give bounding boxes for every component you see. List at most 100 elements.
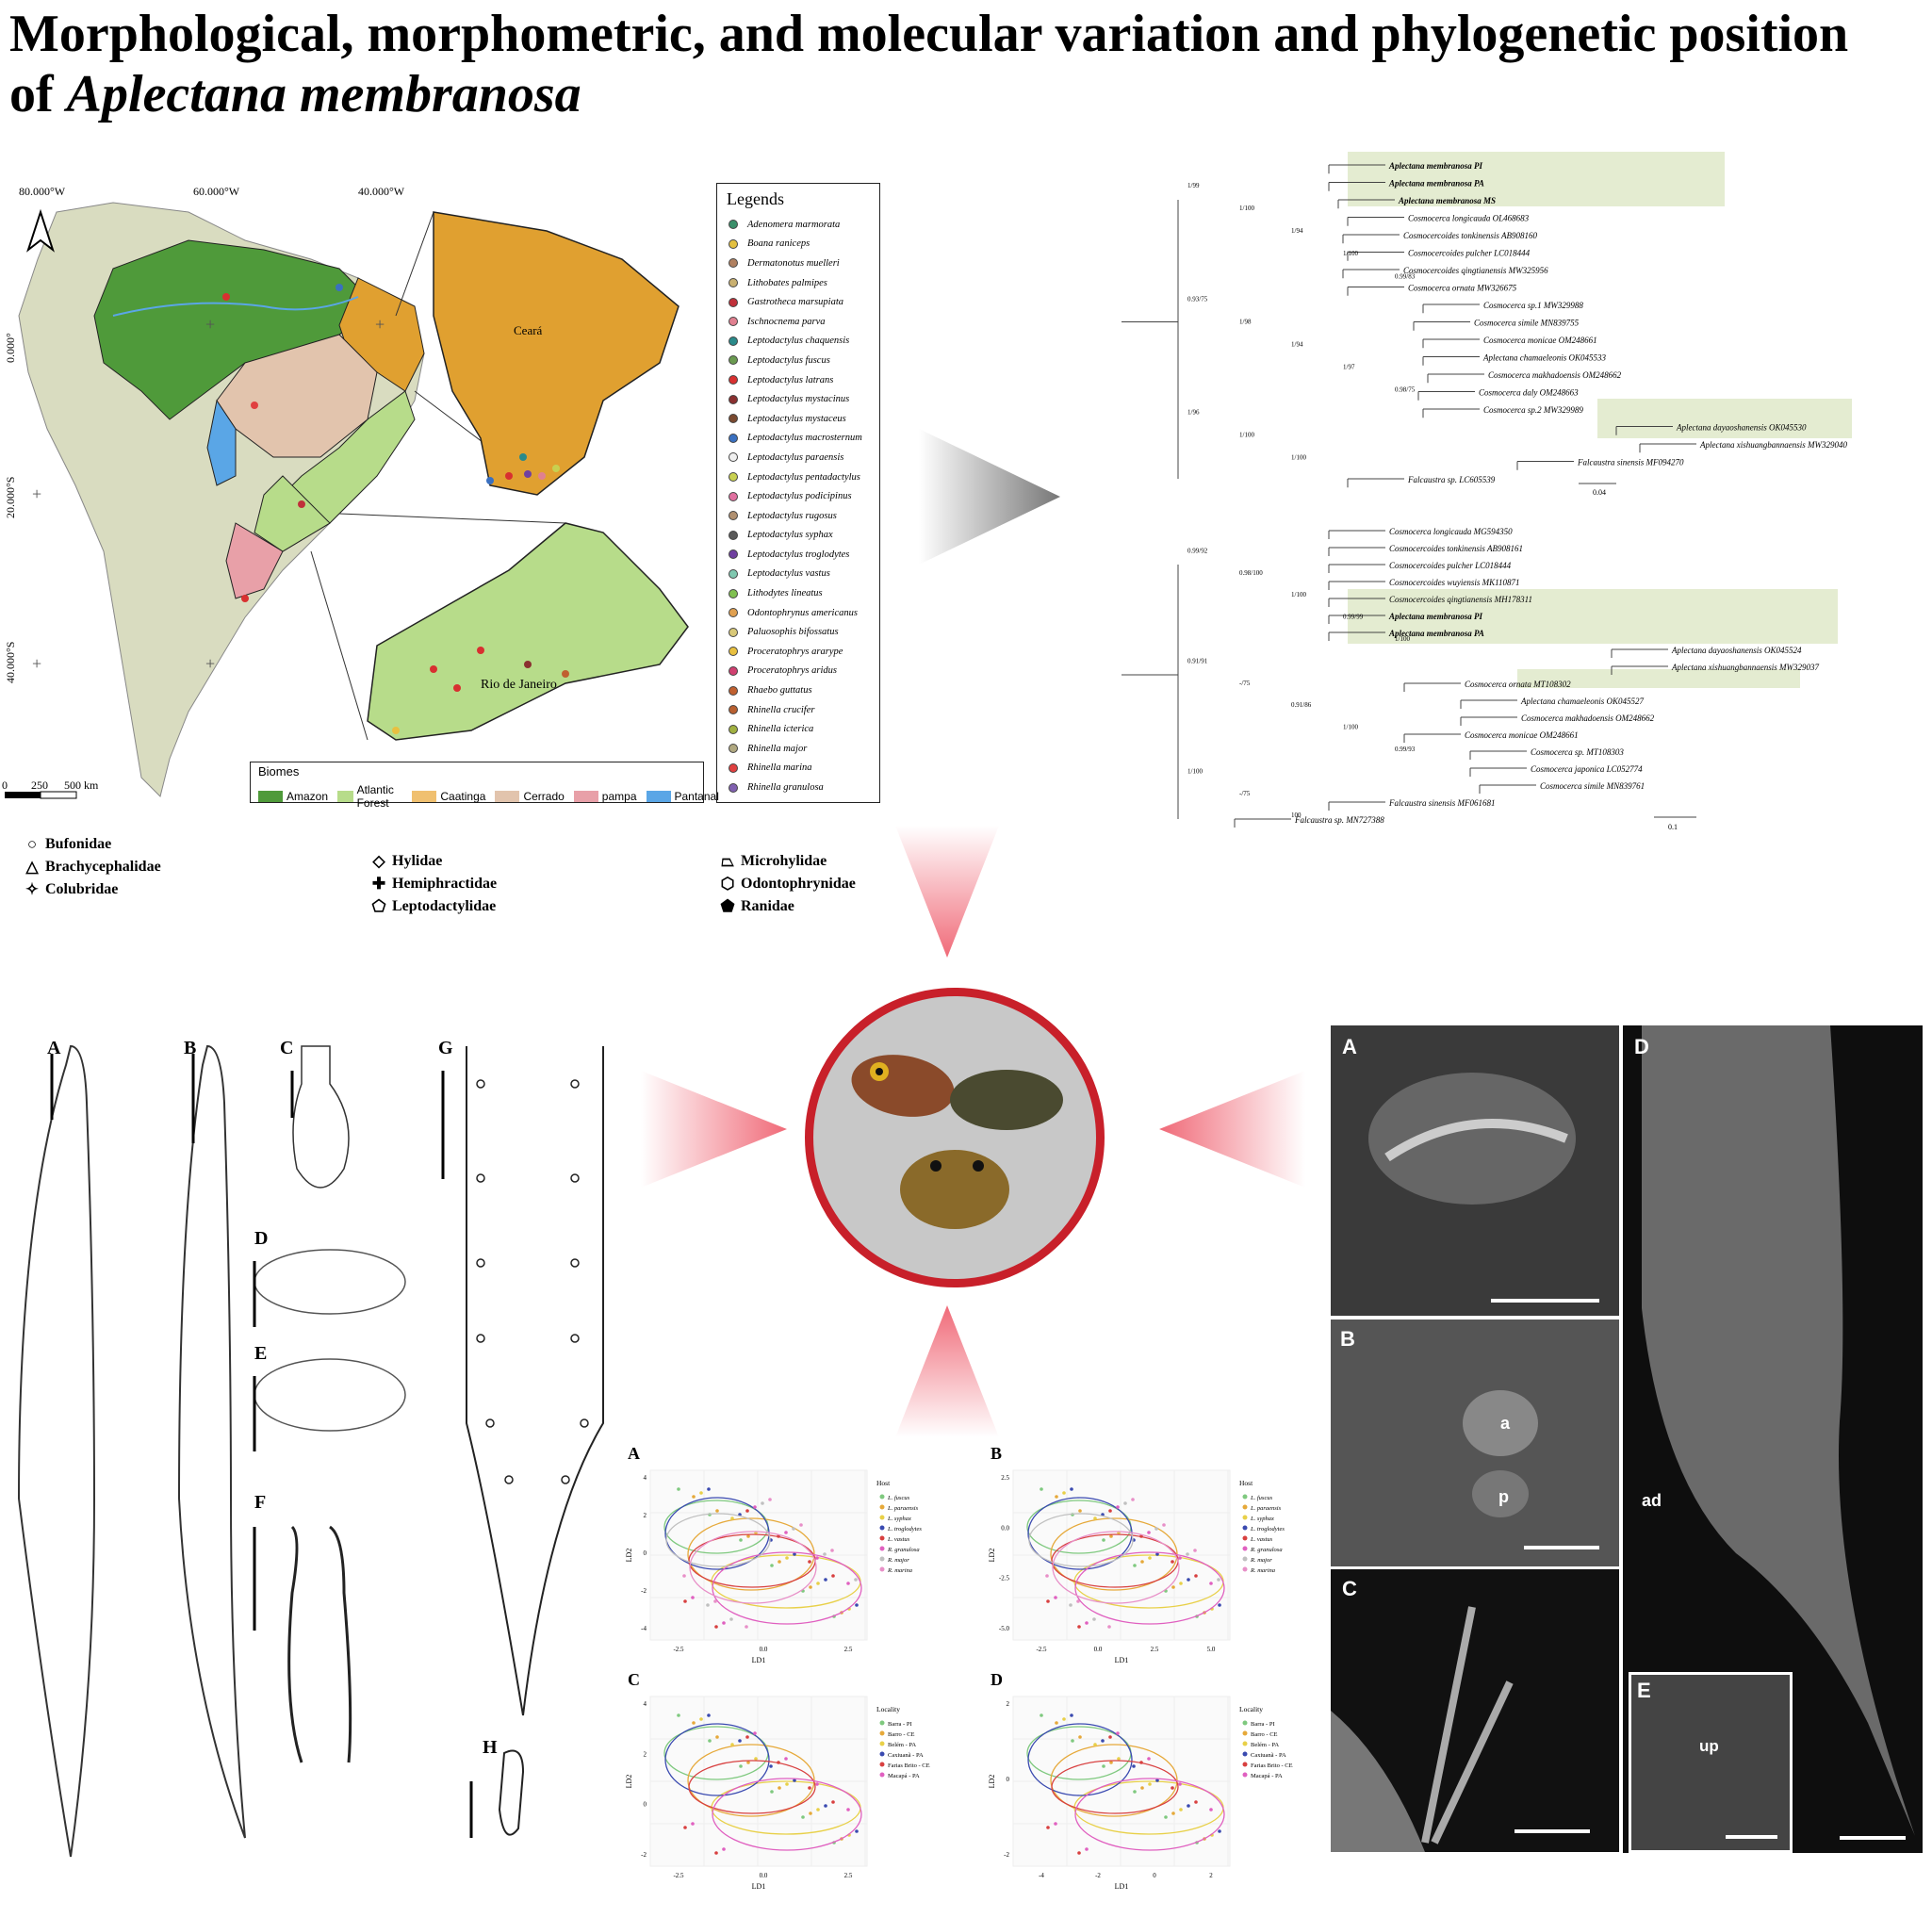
legend-label: Lithobates palmipes bbox=[747, 277, 827, 288]
data-point bbox=[1139, 1761, 1143, 1764]
biome-item: pampa bbox=[573, 783, 637, 810]
legend-marker-icon bbox=[729, 220, 738, 230]
legend-item: Rhinella icterica bbox=[717, 719, 879, 739]
legend-marker-icon bbox=[729, 530, 738, 540]
legend-marker-icon bbox=[1242, 1546, 1248, 1551]
data-point bbox=[714, 1851, 718, 1855]
drawing-panel-label: E bbox=[254, 1343, 267, 1364]
legend-label: Rhinella crucifer bbox=[747, 704, 815, 715]
plot-legend-label: Caxiuanã - PA bbox=[888, 1752, 924, 1759]
data-point bbox=[1171, 1560, 1174, 1564]
tree-taxon-label: Falcaustra sinensis MF061681 bbox=[1388, 798, 1496, 808]
data-point bbox=[1055, 1721, 1058, 1725]
data-point bbox=[1107, 1625, 1111, 1629]
legend-marker-icon bbox=[729, 724, 738, 734]
x-tick-label: 2.5 bbox=[844, 1872, 853, 1879]
data-point bbox=[1132, 1764, 1136, 1768]
data-point bbox=[846, 1808, 850, 1811]
tree-support-value: 1/94 bbox=[1291, 227, 1303, 235]
legend-marker-icon bbox=[729, 278, 738, 288]
data-point bbox=[1162, 1523, 1166, 1527]
data-point bbox=[730, 1743, 734, 1746]
sem-panel-b: B a p bbox=[1331, 1320, 1619, 1566]
y-tick-label: -2.5 bbox=[999, 1575, 1010, 1582]
data-point bbox=[1108, 1509, 1112, 1513]
data-point bbox=[761, 1501, 764, 1505]
plot-legend-label: L. syphax bbox=[1250, 1516, 1274, 1522]
y-tick-label: -2 bbox=[1004, 1851, 1009, 1859]
data-point bbox=[738, 1739, 742, 1743]
biome-swatch bbox=[573, 791, 598, 802]
sem-scalebar-e bbox=[1726, 1835, 1777, 1839]
legend-item: Lithobates palmipes bbox=[717, 273, 879, 293]
scale-label-500: 500 km bbox=[64, 779, 99, 792]
y-axis-label: LD2 bbox=[625, 1775, 633, 1789]
legend-item: Leptodactylus mystaceus bbox=[717, 409, 879, 429]
group-ellipse bbox=[1051, 1760, 1179, 1814]
data-point bbox=[799, 1523, 803, 1527]
legend-marker-icon bbox=[729, 491, 738, 501]
papilla-mark bbox=[580, 1418, 589, 1428]
data-point bbox=[753, 1505, 757, 1509]
legend-item: Rhinella granulosa bbox=[717, 778, 879, 797]
data-point bbox=[1085, 1847, 1089, 1851]
data-point bbox=[1045, 1574, 1049, 1578]
legend-item: Leptodactylus troglodytes bbox=[717, 545, 879, 565]
plot-legend-label: Farias Brito - CE bbox=[1251, 1762, 1293, 1769]
data-point bbox=[823, 1552, 827, 1556]
legend-label: Lithodytes lineatus bbox=[747, 588, 823, 599]
drawing-panel-label: F bbox=[254, 1492, 266, 1513]
data-point bbox=[1078, 1509, 1082, 1513]
tree-taxon-label: Cosmocerca makhadoensis OM248662 bbox=[1488, 370, 1622, 380]
data-point bbox=[1218, 1829, 1221, 1833]
x-tick-label: -2.5 bbox=[673, 1872, 684, 1879]
legend-marker-icon bbox=[729, 685, 738, 696]
data-point bbox=[739, 1764, 743, 1768]
data-point bbox=[1046, 1826, 1050, 1829]
data-point bbox=[1178, 1782, 1182, 1786]
data-point bbox=[1148, 1782, 1152, 1786]
legend-item: Ischnocnema parva bbox=[717, 312, 879, 332]
tree-taxon-label: Cosmocercoides qingtianensis MW325956 bbox=[1403, 266, 1548, 275]
plot-legend-label: L. syphax bbox=[887, 1516, 911, 1522]
tree-taxon-label: Cosmocerca sp.2 MW329989 bbox=[1483, 405, 1583, 415]
data-point bbox=[708, 1739, 712, 1743]
plot-label: B bbox=[991, 1444, 1002, 1463]
legend-item: Leptodactylus mystacinus bbox=[717, 389, 879, 409]
sem-annot-a: a bbox=[1500, 1414, 1511, 1433]
biomes-title: Biomes bbox=[258, 764, 300, 779]
data-point bbox=[1078, 1735, 1082, 1739]
data-point bbox=[830, 1549, 834, 1552]
tree-taxon-label: Cosmocerca makhadoensis OM248662 bbox=[1521, 713, 1655, 723]
data-point bbox=[855, 1603, 859, 1607]
tree-taxon-label: Cosmocerca longicauda MG594350 bbox=[1389, 527, 1513, 536]
tree-taxon-label: Cosmocercoides pulcher LC018444 bbox=[1408, 249, 1531, 258]
y-axis-label: LD2 bbox=[625, 1549, 633, 1563]
legend-marker-icon bbox=[729, 705, 738, 715]
papilla-mark bbox=[570, 1079, 580, 1089]
data-point bbox=[1101, 1739, 1105, 1743]
tree-support-value: 0.98/100 bbox=[1239, 569, 1263, 577]
data-point bbox=[683, 1826, 687, 1829]
family-label: Microhylidae bbox=[741, 853, 827, 869]
family-glyph-icon: ⏢ bbox=[721, 852, 734, 870]
data-point bbox=[739, 1538, 743, 1542]
y-axis-label: LD2 bbox=[988, 1549, 996, 1563]
sem-panel-a: A bbox=[1331, 1025, 1619, 1316]
legend-label: Leptodactylus chaquensis bbox=[747, 336, 850, 347]
legend-label: Leptodactylus paraensis bbox=[747, 451, 844, 463]
x-axis-label: LD1 bbox=[1115, 1656, 1129, 1664]
data-point bbox=[1139, 1534, 1143, 1538]
data-point bbox=[714, 1625, 718, 1629]
plot-legend-label: Barra - PI bbox=[1251, 1721, 1275, 1728]
plot-legend-label: R. marina bbox=[1250, 1567, 1275, 1574]
plot-legend-label: Caxiuanã - PA bbox=[1251, 1752, 1286, 1759]
data-point bbox=[729, 1617, 733, 1621]
legend-marker-icon bbox=[1242, 1762, 1248, 1767]
legend-marker-icon bbox=[729, 588, 738, 598]
tree-taxon-label: Cosmocerca simile MN839755 bbox=[1474, 319, 1580, 328]
data-point bbox=[1076, 1599, 1080, 1603]
plot-legend-label: R. major bbox=[1250, 1557, 1272, 1564]
